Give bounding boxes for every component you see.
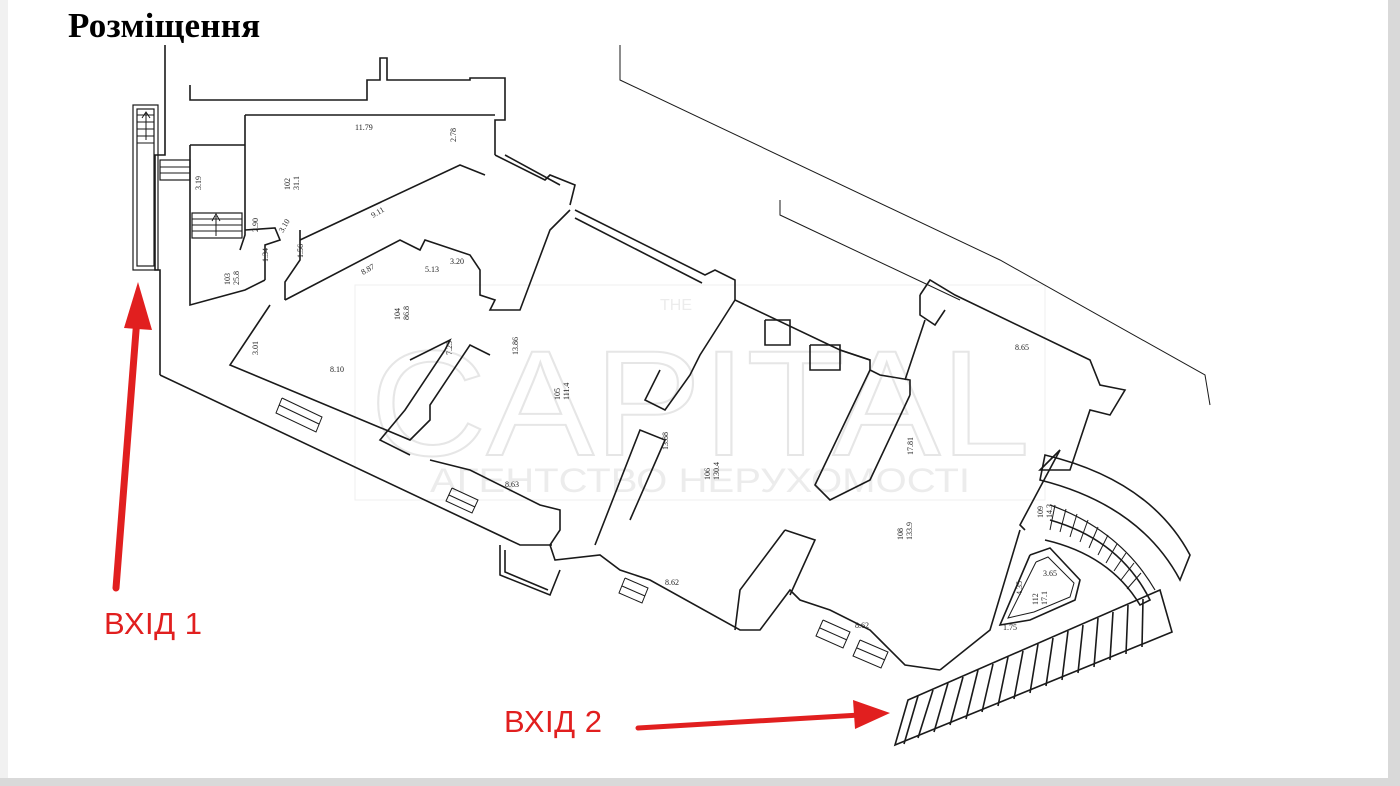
dim-label: 17.81: [906, 437, 915, 455]
dim-label: 8.63: [505, 480, 519, 489]
dim-label: 8.87: [360, 262, 377, 277]
watermark-sub: АГЕНТСТВО НЕРУХОМОСТІ: [430, 462, 970, 500]
page-title: Розміщення: [68, 6, 261, 45]
dim-label: 8.62: [855, 621, 869, 630]
arrow-entrance-2: [635, 700, 890, 731]
dim-label: 3.65: [1043, 569, 1057, 578]
entrance-stair-2: [893, 588, 1173, 747]
interior-stair: [191, 212, 243, 239]
room-area: 17.1: [1040, 591, 1049, 605]
room-number: 103: [223, 273, 232, 285]
dim-label: 7.23: [445, 341, 454, 355]
arrow-entrance-1: [112, 282, 152, 592]
dimension-labels: 11.79 2.78 3.19 9.11 2.90 3.10 1.56 1.34…: [194, 123, 1057, 632]
left-exterior-stair: [132, 104, 159, 271]
dim-label: 1.75: [1003, 623, 1017, 632]
room-area: 130.4: [712, 462, 721, 480]
dim-label: 11.79: [355, 123, 373, 132]
watermark-small: THE: [660, 297, 692, 314]
dim-label: 1.56: [296, 244, 305, 258]
building-walls: [154, 45, 1211, 671]
frame-border-right: [1388, 0, 1400, 786]
room-area: 133.9: [905, 522, 914, 540]
door-mark-2: [445, 487, 479, 514]
door-mark-1: [275, 397, 323, 433]
dim-label: 3.10: [277, 217, 292, 234]
watermark-main: CAPITAL: [370, 319, 1030, 487]
room-number: 112: [1031, 593, 1040, 605]
dim-label: 3.19: [194, 176, 203, 190]
entrance-1-label: ВХІД 1: [104, 606, 203, 641]
curved-stair: [998, 454, 1191, 627]
room-number: 106: [703, 468, 712, 480]
room-labels: 102 31.1 103 25.8 104 86.8 105 111.4 106…: [223, 176, 1054, 605]
dim-label: 4.35: [1015, 581, 1024, 595]
dim-label: 8.65: [1015, 343, 1029, 352]
dim-label: 13.88: [661, 432, 670, 450]
room-area: 14.3: [1045, 504, 1054, 518]
room-number: 108: [896, 528, 905, 540]
room-area: 111.4: [562, 383, 571, 400]
watermark: THE CAPITAL АГЕНТСТВО НЕРУХОМОСТІ: [354, 284, 1046, 501]
room-number: 102: [283, 178, 292, 190]
door-mark-4: [815, 619, 889, 669]
room-number: 104: [393, 308, 402, 320]
dim-label: 2.78: [449, 128, 458, 142]
dim-label: 8.10: [330, 365, 344, 374]
room-area: 25.8: [232, 271, 241, 285]
dim-label: 13.86: [511, 337, 520, 355]
room-number: 109: [1036, 506, 1045, 518]
room-area: 31.1: [292, 176, 301, 190]
room-area: 86.8: [402, 306, 411, 320]
dim-label: 3.20: [450, 257, 464, 266]
entrance-2-label: ВХІД 2: [504, 704, 603, 739]
dim-label: 8.62: [665, 578, 679, 587]
dim-label: 2.90: [251, 218, 260, 232]
dim-label: 5.13: [425, 265, 439, 274]
door-mark-3: [618, 577, 649, 604]
dim-label: 1.34: [261, 248, 270, 262]
dim-label: 3.01: [251, 341, 260, 355]
dim-label: 9.11: [370, 205, 386, 220]
room-number: 105: [553, 388, 562, 400]
frame-border-bottom: [0, 778, 1400, 786]
frame-border-left: [0, 0, 8, 786]
